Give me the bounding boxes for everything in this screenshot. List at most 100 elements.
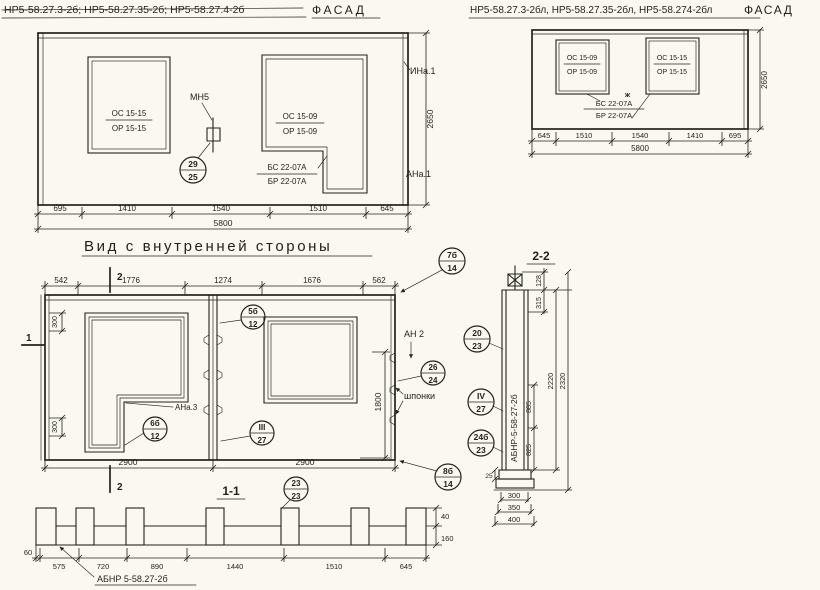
window-right-opening [261,54,368,194]
ribbed-section-profile [35,507,427,546]
dim-315: 315 [536,297,543,309]
wall-hatch-left [501,289,507,471]
bubble-divider-leader [180,142,211,171]
dim-575: 575 [53,562,66,571]
opening-right-frames [267,320,354,400]
opening-left-lshape [84,312,189,453]
dim-890: 890 [151,562,164,571]
mark-ina1: ИНа.1 [410,66,435,76]
panel-mark-leader [59,546,95,578]
facade-left-title: НР5-58.27.3-2б; НР5-58.27.35-2б; НР5-58.… [4,4,244,16]
bubble-num: 26 [429,363,438,372]
dim-300: 300 [508,491,521,500]
dim-645: 645 [538,131,551,140]
top-dim-ticks [41,282,399,290]
inner-side-view: Вид с внутренней стороны 7б 14 5б 12 АН … [21,238,466,493]
dim-2900-right: 2900 [296,457,315,467]
facade-left-view: НР5-58.27.3-2б; НР5-58.27.35-2б; НР5-58.… [1,3,435,233]
vertical-joint [208,294,218,461]
left-dim-lines [49,309,66,440]
dim-height-2650: 2650 [760,71,769,89]
bubble-num: 29 [188,159,198,169]
bubble-divider-leader [464,338,504,350]
mark-ina1-leader [403,61,411,71]
bubble-divider-leader [468,401,504,412]
facade-right-view: НР5-58.27.3-2бл, НР5-58.27.35-2бл, НР5-5… [468,3,794,158]
bubble-sheet: 23 [292,492,301,501]
bubble-sheet: 12 [151,432,160,441]
mark-ana3: АНа.3 [175,403,198,412]
dim-885: 885 [526,401,533,413]
bubble-sheet: 24 [429,376,438,385]
panel-mark-label: АБНР 5-58.27-2б [97,574,168,584]
bubble-leader [399,459,438,472]
bubble-sheet: 27 [258,436,267,445]
bubble-divider-leader [220,432,274,442]
bubble-num: IV [477,391,485,401]
bubble-sheet: 23 [476,445,486,455]
dim-400: 400 [508,515,521,524]
panel-outline [531,29,749,130]
mark-ana1: АНа.1 [406,169,431,179]
detail-bubble-20-23 [463,325,491,353]
dim-562: 562 [372,276,386,285]
dim-1510: 1510 [326,562,343,571]
bubble-num: III [259,423,266,432]
bubble-num: 8б [443,466,453,476]
dim-695: 695 [729,131,742,140]
beam-label1: БС 22-07А [268,163,308,172]
dim-645: 645 [400,562,413,571]
dim-2220: 2220 [546,373,555,390]
beam-asterisk-mark: ж [624,92,631,99]
bubble-divider-leader [397,372,445,382]
detail-bubble-7b-14 [438,247,466,275]
window-right-frame [648,40,697,92]
dim-1440: 1440 [227,562,244,571]
dim-720: 720 [97,562,110,571]
thickness-dim-lines [426,504,442,549]
dim-25-line [491,466,499,483]
detail-bubble-23-23 [283,476,309,502]
dimension-lines [528,29,764,158]
section-2-2-title: 2-2 [532,249,550,263]
detail-bubble-6b-12 [142,416,168,442]
bubble-num: 6б [150,419,159,428]
dim-300-lower: 300 [52,421,59,433]
detail-bubble-29-25 [179,156,207,184]
facade-right-title-fasad: ФАСАД [744,3,794,17]
dim-160: 160 [441,534,454,543]
dim-1800: 1800 [373,392,383,411]
keys-label: шпонки [404,391,435,401]
window-right-label1: ОС 15-09 [283,112,318,121]
opening-right [263,316,358,404]
bubble-divider-leader [468,442,504,453]
window-right-label2: ОР 15-09 [283,127,318,136]
bottom-dim-lines [41,460,399,472]
dim-1510: 1510 [576,131,593,140]
anchor-mark-an2: АН 2 [404,329,424,339]
dim-2320: 2320 [558,373,567,390]
dim-1274: 1274 [214,276,232,285]
panel-edge-lines [531,29,749,130]
dim-height-2650: 2650 [425,109,435,128]
detail-bubble-8b-14 [434,463,462,491]
dim-1410: 1410 [118,204,136,213]
rib [350,507,370,546]
dim-40: 40 [441,512,449,521]
window-left-label1: ОС 15-15 [112,109,147,118]
inner-view-title: Вид с внутренней стороны [84,238,332,255]
section-mark-2-top: 2 [117,272,123,283]
window-left-opening [555,39,610,95]
dim-2900-left: 2900 [119,457,138,467]
dim-1540: 1540 [632,131,649,140]
mark-ana3-leader [125,402,174,408]
detail-bubble-24b-23 [467,429,495,457]
section-mark-2-bottom: 2 [117,482,123,493]
anchor-mark-mn5: МН5 [190,92,209,102]
rib [125,507,145,546]
window-left-frame [91,60,167,150]
dim-825: 825 [526,444,533,456]
bubble-sheet: 27 [476,404,486,414]
detail-bubble-26-24 [420,360,446,386]
panel-mark-vertical: АБНР-5-58-27-2б [509,394,519,462]
